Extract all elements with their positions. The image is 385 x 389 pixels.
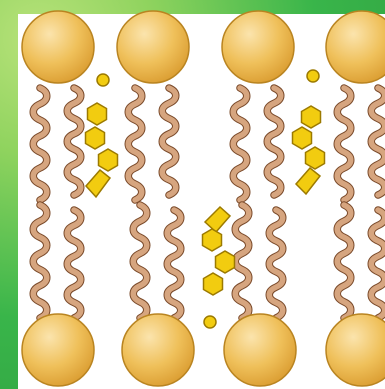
top-phosphate-head-1 xyxy=(22,11,94,83)
top-phosphate-head-1-circle xyxy=(22,11,94,83)
cholesterol-3-ring-1 xyxy=(203,229,222,251)
cholesterol-1-ring-2 xyxy=(86,127,105,149)
cholesterol-2-ring-2 xyxy=(293,127,312,149)
top-phosphate-head-3 xyxy=(222,11,294,83)
bottom-phosphate-head-2 xyxy=(122,314,194,386)
cholesterol-2-ring-3 xyxy=(306,147,325,169)
bottom-phosphate-head-3-circle xyxy=(224,314,296,386)
bottom-phosphate-head-3 xyxy=(224,314,296,386)
bottom-phosphate-head-1-circle xyxy=(22,314,94,386)
cholesterol-3-ring-3 xyxy=(204,273,223,295)
cholesterol-3-hydroxyl xyxy=(204,316,216,328)
cholesterol-1-ring-1 xyxy=(88,103,107,125)
cholesterol-2-ring-1 xyxy=(302,106,321,128)
cholesterol-3-ring-2 xyxy=(216,251,235,273)
top-phosphate-head-3-circle xyxy=(222,11,294,83)
top-phosphate-head-2 xyxy=(117,11,189,83)
top-phosphate-head-2-circle xyxy=(117,11,189,83)
cholesterol-1-ring-3 xyxy=(99,149,118,171)
bottom-phosphate-head-1 xyxy=(22,314,94,386)
cholesterol-2-hydroxyl xyxy=(307,70,319,82)
cholesterol-1-hydroxyl xyxy=(97,74,109,86)
bottom-phosphate-head-2-circle xyxy=(122,314,194,386)
